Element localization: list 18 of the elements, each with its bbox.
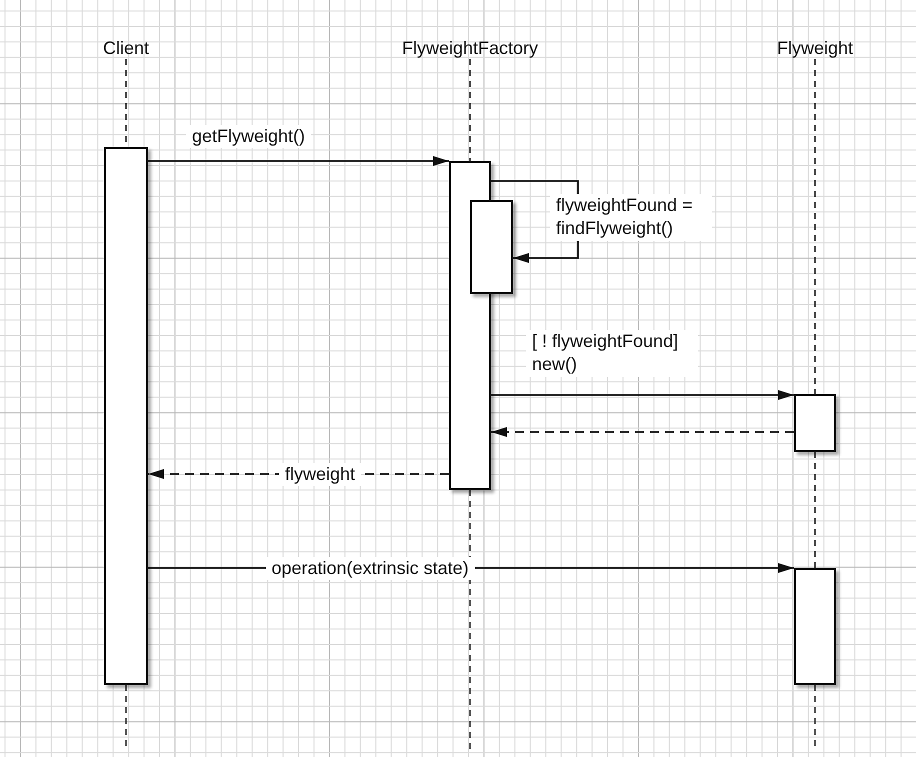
return-arrow bbox=[491, 427, 794, 437]
lifeline bbox=[814, 59, 816, 394]
lifeline bbox=[814, 452, 816, 568]
activation-bar bbox=[794, 394, 836, 452]
message-label: flyweightFound = findFlyweight() bbox=[550, 194, 712, 241]
lifeline-header: Flyweight bbox=[777, 38, 854, 59]
lifeline bbox=[469, 59, 471, 161]
message-label: flyweight bbox=[279, 462, 362, 486]
activation-bar bbox=[794, 568, 836, 685]
message-arrow bbox=[491, 390, 794, 400]
message-label: operation(extrinsic state) bbox=[266, 556, 475, 580]
message-label: getFlyweight() bbox=[186, 125, 312, 148]
lifeline-header: FlyweightFactory bbox=[402, 38, 538, 59]
message-arrow bbox=[148, 156, 449, 166]
activation-bar bbox=[104, 147, 148, 685]
activation-bar bbox=[470, 200, 513, 294]
message-label: [ ! flyweightFound] new() bbox=[526, 330, 698, 377]
lifeline-header: Client bbox=[103, 38, 150, 59]
